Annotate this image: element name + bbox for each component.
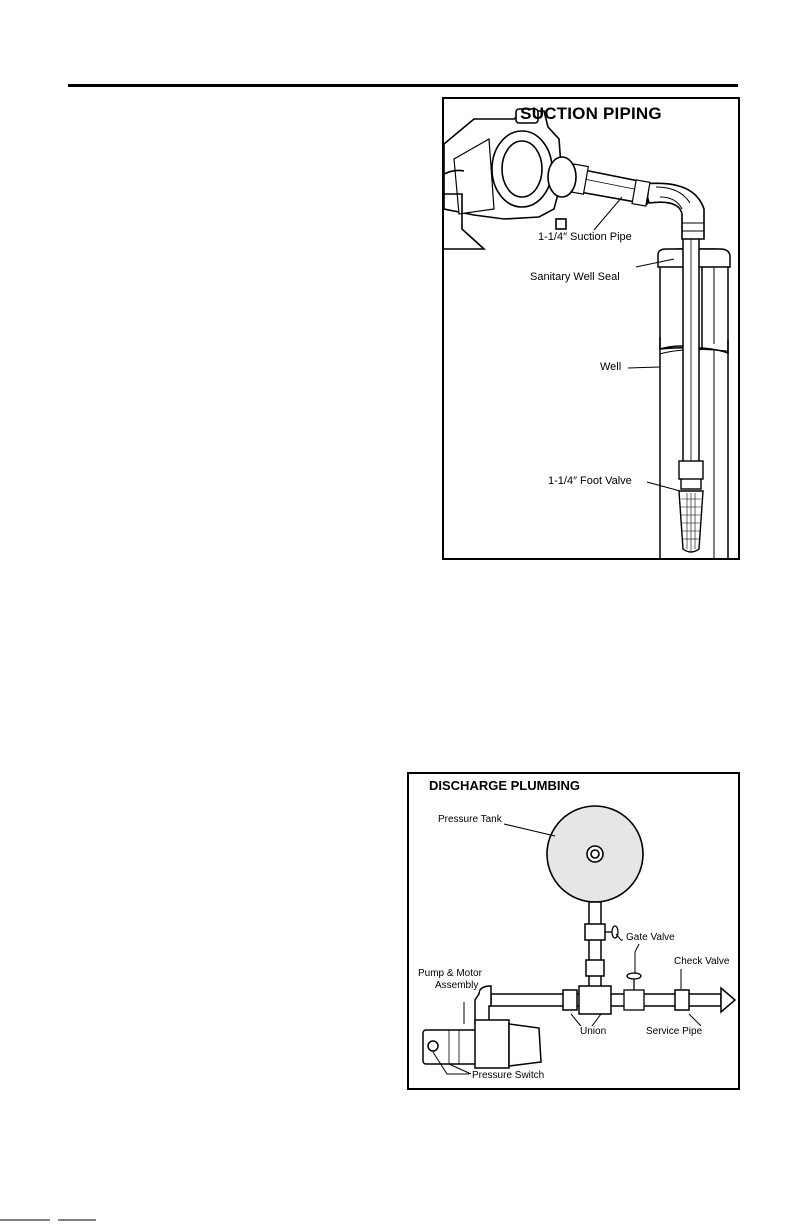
gate-valve-vertical: [605, 926, 618, 938]
vertical-pipe: [585, 902, 605, 992]
header-rule: [68, 84, 738, 87]
label-service-pipe: Service Pipe: [645, 1026, 703, 1038]
discharge-figure-title: DISCHARGE PLUMBING: [429, 778, 580, 793]
suction-figure-title: SUCTION PIPING: [444, 104, 738, 124]
suction-piping-diagram: [444, 99, 740, 560]
jet-pump: [444, 109, 576, 249]
label-foot-valve: 1-1/4″ Foot Valve: [547, 475, 633, 488]
pressure-tank: [547, 806, 643, 902]
pump-motor-assembly: [423, 1020, 541, 1068]
label-pump-motor-line2: Assembly: [434, 980, 479, 992]
suction-piping-figure: SUCTION PIPING 1-1/4″ Suction Pipe Sanit…: [442, 97, 740, 560]
horizontal-pipe: [491, 986, 735, 1014]
bottom-edge-marks: [0, 1218, 100, 1225]
label-pressure-switch: Pressure Switch: [471, 1070, 545, 1082]
label-sanitary-well-seal: Sanitary Well Seal: [529, 271, 621, 284]
gate-valve-horizontal: [624, 973, 644, 1010]
label-gate-valve: Gate Valve: [625, 932, 676, 944]
drop-pipe: [683, 234, 699, 484]
label-pump-motor-line1: Pump & Motor: [417, 968, 483, 980]
label-check-valve: Check Valve: [673, 956, 730, 968]
label-pressure-tank: Pressure Tank: [437, 814, 503, 826]
discharge-plumbing-figure: DISCHARGE PLUMBING Pressure Tank Gate Va…: [407, 772, 740, 1090]
label-well: Well: [599, 361, 622, 374]
label-union: Union: [579, 1026, 607, 1038]
label-suction-pipe: 1-1/4″ Suction Pipe: [537, 231, 633, 244]
